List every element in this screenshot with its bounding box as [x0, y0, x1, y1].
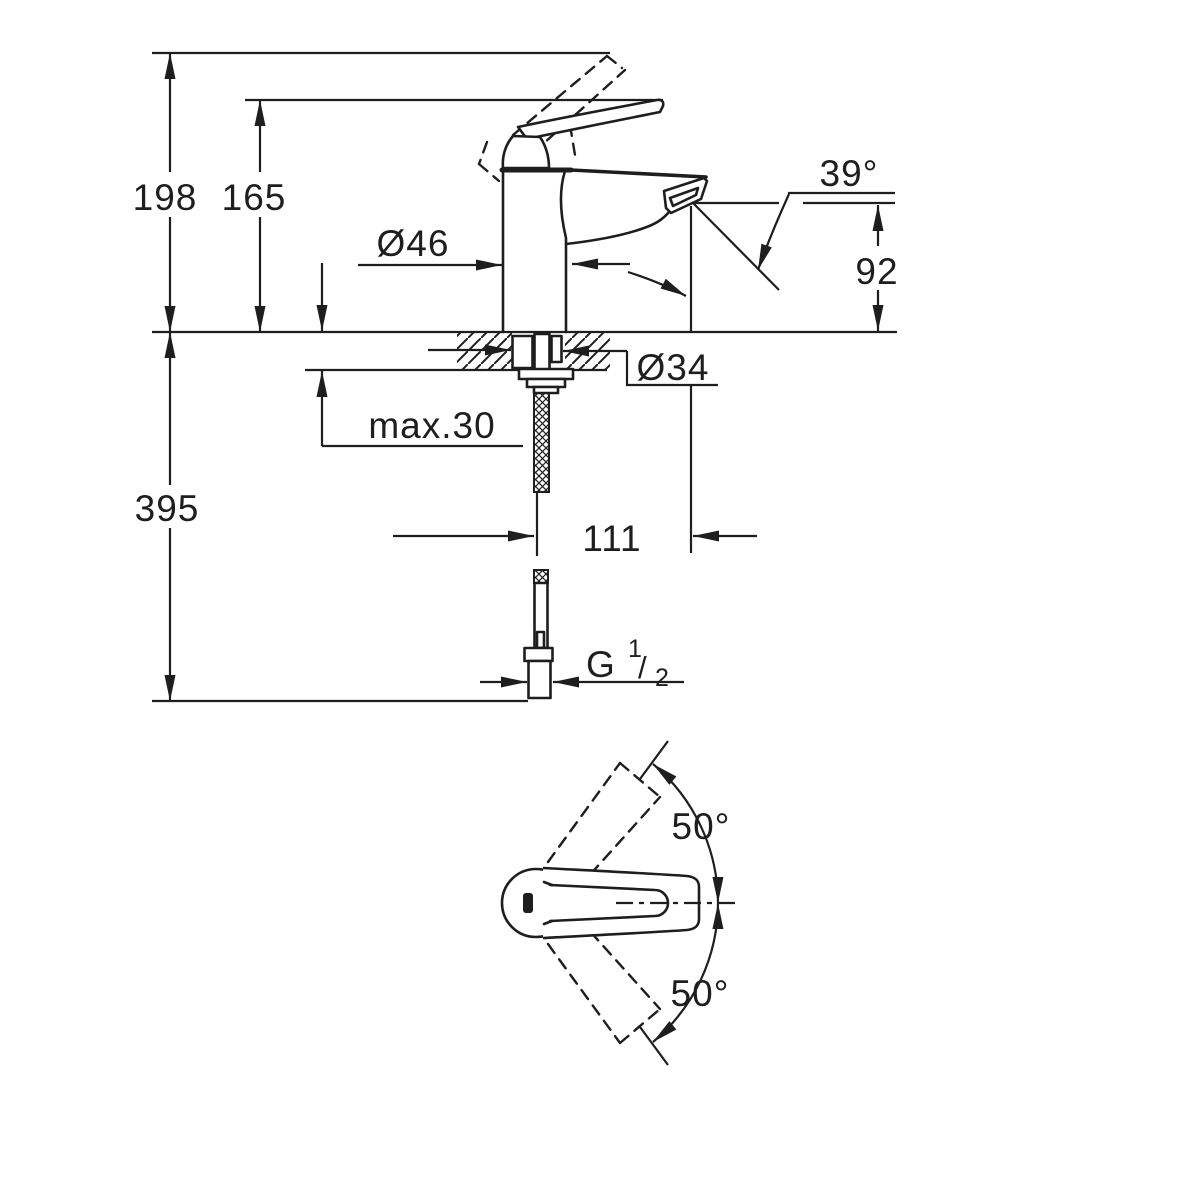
dim-165-label: 165: [222, 177, 287, 218]
dim-46-label: Ø46: [377, 223, 450, 264]
flexible-hose: [523, 392, 554, 700]
dimension-deck-thickness: max.30: [316, 263, 523, 448]
dim-34-label: Ø34: [637, 347, 710, 388]
mounting-nut-right: [550, 334, 563, 364]
thread-g-label: G: [586, 644, 616, 685]
thread-denominator: 2: [655, 664, 669, 692]
dim-39deg-label: 39°: [820, 153, 879, 194]
spout-top-edge: [569, 168, 708, 179]
dimension-body-diameter: Ø46: [358, 223, 687, 297]
washer: [517, 367, 575, 381]
handle-top-view: [500, 866, 737, 940]
body-right-edge: [559, 169, 568, 334]
swivel-upper-arc: [652, 763, 724, 904]
dim-111-label: 111: [582, 518, 641, 559]
spout-underside: [564, 210, 671, 246]
lever-base: [501, 134, 551, 170]
dim-50deg-lower-label: 50°: [671, 973, 730, 1014]
side-view: 198 165 Ø46 39° 92: [124, 51, 898, 703]
aerator-outlet: [662, 176, 709, 215]
thread-numerator: 1: [628, 635, 642, 663]
swivel-lower-arc: [652, 902, 724, 1043]
hole-label-leader: [625, 351, 718, 387]
dimension-outlet-height: 92: [803, 201, 898, 331]
handle-head-slot: [523, 893, 533, 913]
dimension-hose-length: 395: [126, 332, 210, 701]
dim-92-label: 92: [855, 251, 898, 292]
hose-braided-lower: [533, 569, 549, 584]
dimension-handle-height: 165: [214, 100, 296, 332]
deck-hatch-left: [457, 333, 512, 370]
handle-joint-tick-top: [542, 880, 554, 887]
angle-arc: [756, 193, 791, 271]
top-view: 50° 50°: [500, 740, 737, 1066]
dim-max30-label: max.30: [368, 405, 495, 446]
hose-thread-pipe: [527, 659, 552, 700]
dim-198-label: 198: [133, 177, 198, 218]
lever-arm: [516, 98, 665, 141]
dimension-spout-angle: 39°: [689, 153, 895, 331]
dimension-thread: G 1 / 2: [480, 635, 684, 692]
swivel-lower-extension: [639, 1026, 669, 1066]
handle-joint-tick-bottom: [542, 919, 554, 926]
swivel-upper-extension: [639, 740, 669, 780]
dim-395-label: 395: [135, 488, 200, 529]
dimension-hole-diameter: Ø34: [428, 344, 718, 553]
mounting-hardware: [511, 332, 575, 395]
spout-direction-arc: [627, 270, 687, 297]
dimension-spout-reach: 111: [393, 518, 757, 559]
dimension-swivel-upper: 50°: [639, 740, 731, 904]
faucet-body: [499, 98, 709, 334]
mounting-nut-left: [511, 334, 534, 370]
hose-flange: [523, 646, 554, 663]
angle-stream-ray: [692, 202, 780, 291]
dim-50deg-upper-label: 50°: [672, 806, 731, 847]
aerator-inner: [668, 186, 700, 208]
thread-slash: /: [638, 650, 647, 685]
hose-braided-upper: [533, 392, 550, 493]
dimension-total-height: 198: [124, 53, 208, 332]
dimension-swivel-lower: 50°: [639, 902, 730, 1066]
